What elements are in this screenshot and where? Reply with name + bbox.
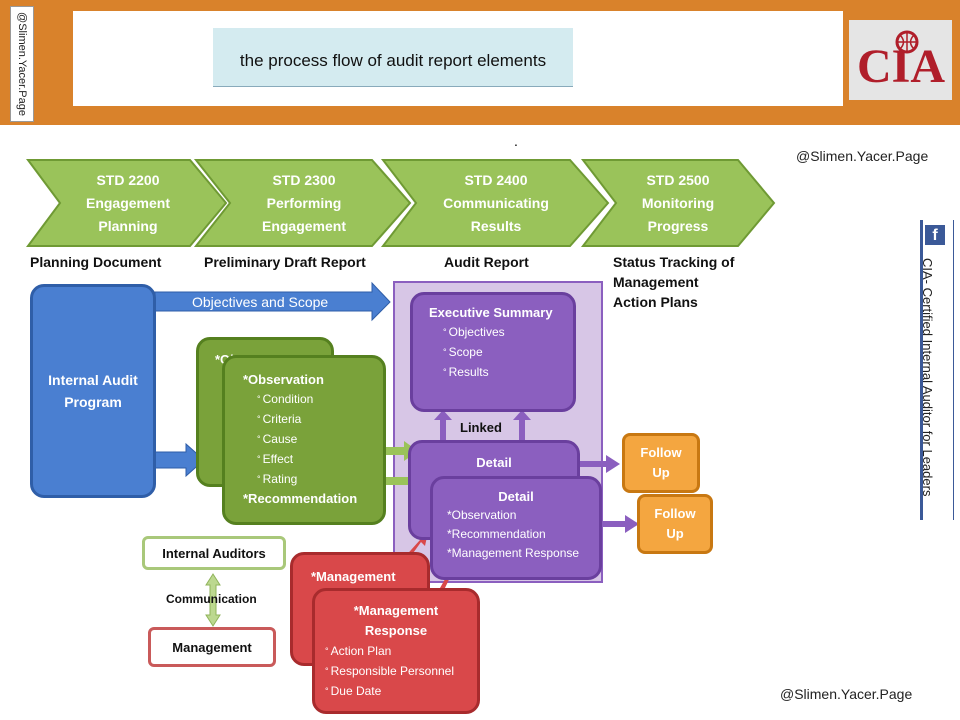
internal-auditors-label: Internal Auditors (162, 545, 266, 561)
management-box: Management (148, 627, 276, 667)
executive-summary-item: Objectives (443, 322, 573, 342)
stage-4-label: STD 2500 Monitoring Progress (641, 171, 715, 234)
follow-arrow-1 (580, 455, 620, 473)
follow-arrow-2 (600, 515, 639, 533)
internal-audit-program: Internal Audit Program (30, 284, 156, 498)
management-response-item: Responsible Personnel (325, 661, 477, 681)
cia-logo: CIA (849, 20, 952, 100)
follow-up-card-2: Follow Up (637, 494, 713, 554)
executive-summary-item: Results (443, 362, 573, 382)
page-title: the process flow of audit report element… (239, 51, 547, 70)
detail-item: *Management Response (447, 546, 580, 560)
management-response-item: Action Plan (325, 641, 477, 661)
executive-summary-title: Executive Summary (429, 305, 553, 320)
chevron-stage-4 (580, 159, 776, 247)
executive-summary-card: Executive Summary Objectives Scope Resul… (410, 292, 576, 412)
watermark-bottom-right: @Slimen.Yacer.Page (780, 686, 913, 702)
objectives-arrow-label: Objectives and Scope (192, 294, 329, 310)
linked-arrow-left (434, 410, 452, 442)
facebook-banner (920, 220, 954, 520)
management-response-title: *Management Response (353, 603, 439, 638)
stage-3-output: Audit Report (444, 254, 529, 270)
observation-footer: *Recommendation (243, 491, 358, 506)
management-response-back-title: *Management (311, 569, 396, 584)
communication-arrow (205, 573, 221, 627)
detail-card: Detail *Observation *Recommendation *Man… (430, 476, 602, 580)
observation-item: Cause (257, 429, 383, 449)
detail-item: *Observation (447, 508, 517, 522)
observation-item: Rating (257, 469, 383, 489)
observation-card: *Observation Condition Criteria Cause Ef… (222, 355, 386, 525)
observation-item: Condition (257, 389, 383, 409)
management-label: Management (172, 639, 252, 655)
internal-audit-program-label: Internal Audit Program (48, 372, 138, 410)
side-watermark: @Slimen.Yacer.Page (10, 6, 34, 122)
observation-item: Effect (257, 449, 383, 469)
objectives-arrow-shape (154, 281, 391, 322)
management-response-card: *Management Response Action Plan Respons… (312, 588, 480, 714)
stage-2-output: Preliminary Draft Report (204, 254, 366, 270)
detail-back-title: Detail (476, 455, 512, 470)
stage-1: STD 2200 Engagement Planning (58, 160, 198, 246)
internal-auditors-box: Internal Auditors (142, 536, 286, 570)
chevron-stage-3 (380, 159, 610, 247)
stage-2-label: STD 2300 Performing Engagement (261, 171, 346, 234)
stage-3: STD 2400 Communicating Results (414, 160, 578, 246)
stage-4-output: Status Tracking of Management Action Pla… (613, 254, 735, 310)
linked-label: Linked (460, 420, 502, 435)
stage-4: STD 2500 Monitoring Progress (614, 160, 742, 246)
management-response-item: Due Date (325, 681, 477, 701)
stage-1-output: Planning Document (30, 254, 162, 270)
observation-title: *Observation (243, 372, 324, 387)
observation-item: Criteria (257, 409, 383, 429)
chevron-stage-1 (26, 159, 228, 247)
facebook-icon: f (925, 225, 945, 245)
detail-item: *Recommendation (447, 527, 546, 541)
stage-2: STD 2300 Performing Engagement (228, 160, 380, 246)
watermark-top-right: @Slimen.Yacer.Page (796, 148, 929, 164)
chevron-stage-2 (193, 159, 412, 247)
communication-label: Communication (166, 592, 257, 606)
cia-logo-icon: CIA (857, 30, 945, 93)
follow-up-label-1: Follow Up (640, 445, 682, 480)
follow-up-card-1: Follow Up (622, 433, 700, 493)
stage-3-label: STD 2400 Communicating Results (443, 171, 549, 234)
follow-up-label-2: Follow Up (654, 506, 696, 541)
detail-title: Detail (498, 489, 534, 504)
program-arrow-shape (154, 442, 205, 478)
executive-summary-item: Scope (443, 342, 573, 362)
title-box: the process flow of audit report element… (213, 28, 573, 87)
stray-dot: . (514, 133, 518, 149)
stage-1-label: STD 2200 Engagement Planning (85, 171, 170, 234)
